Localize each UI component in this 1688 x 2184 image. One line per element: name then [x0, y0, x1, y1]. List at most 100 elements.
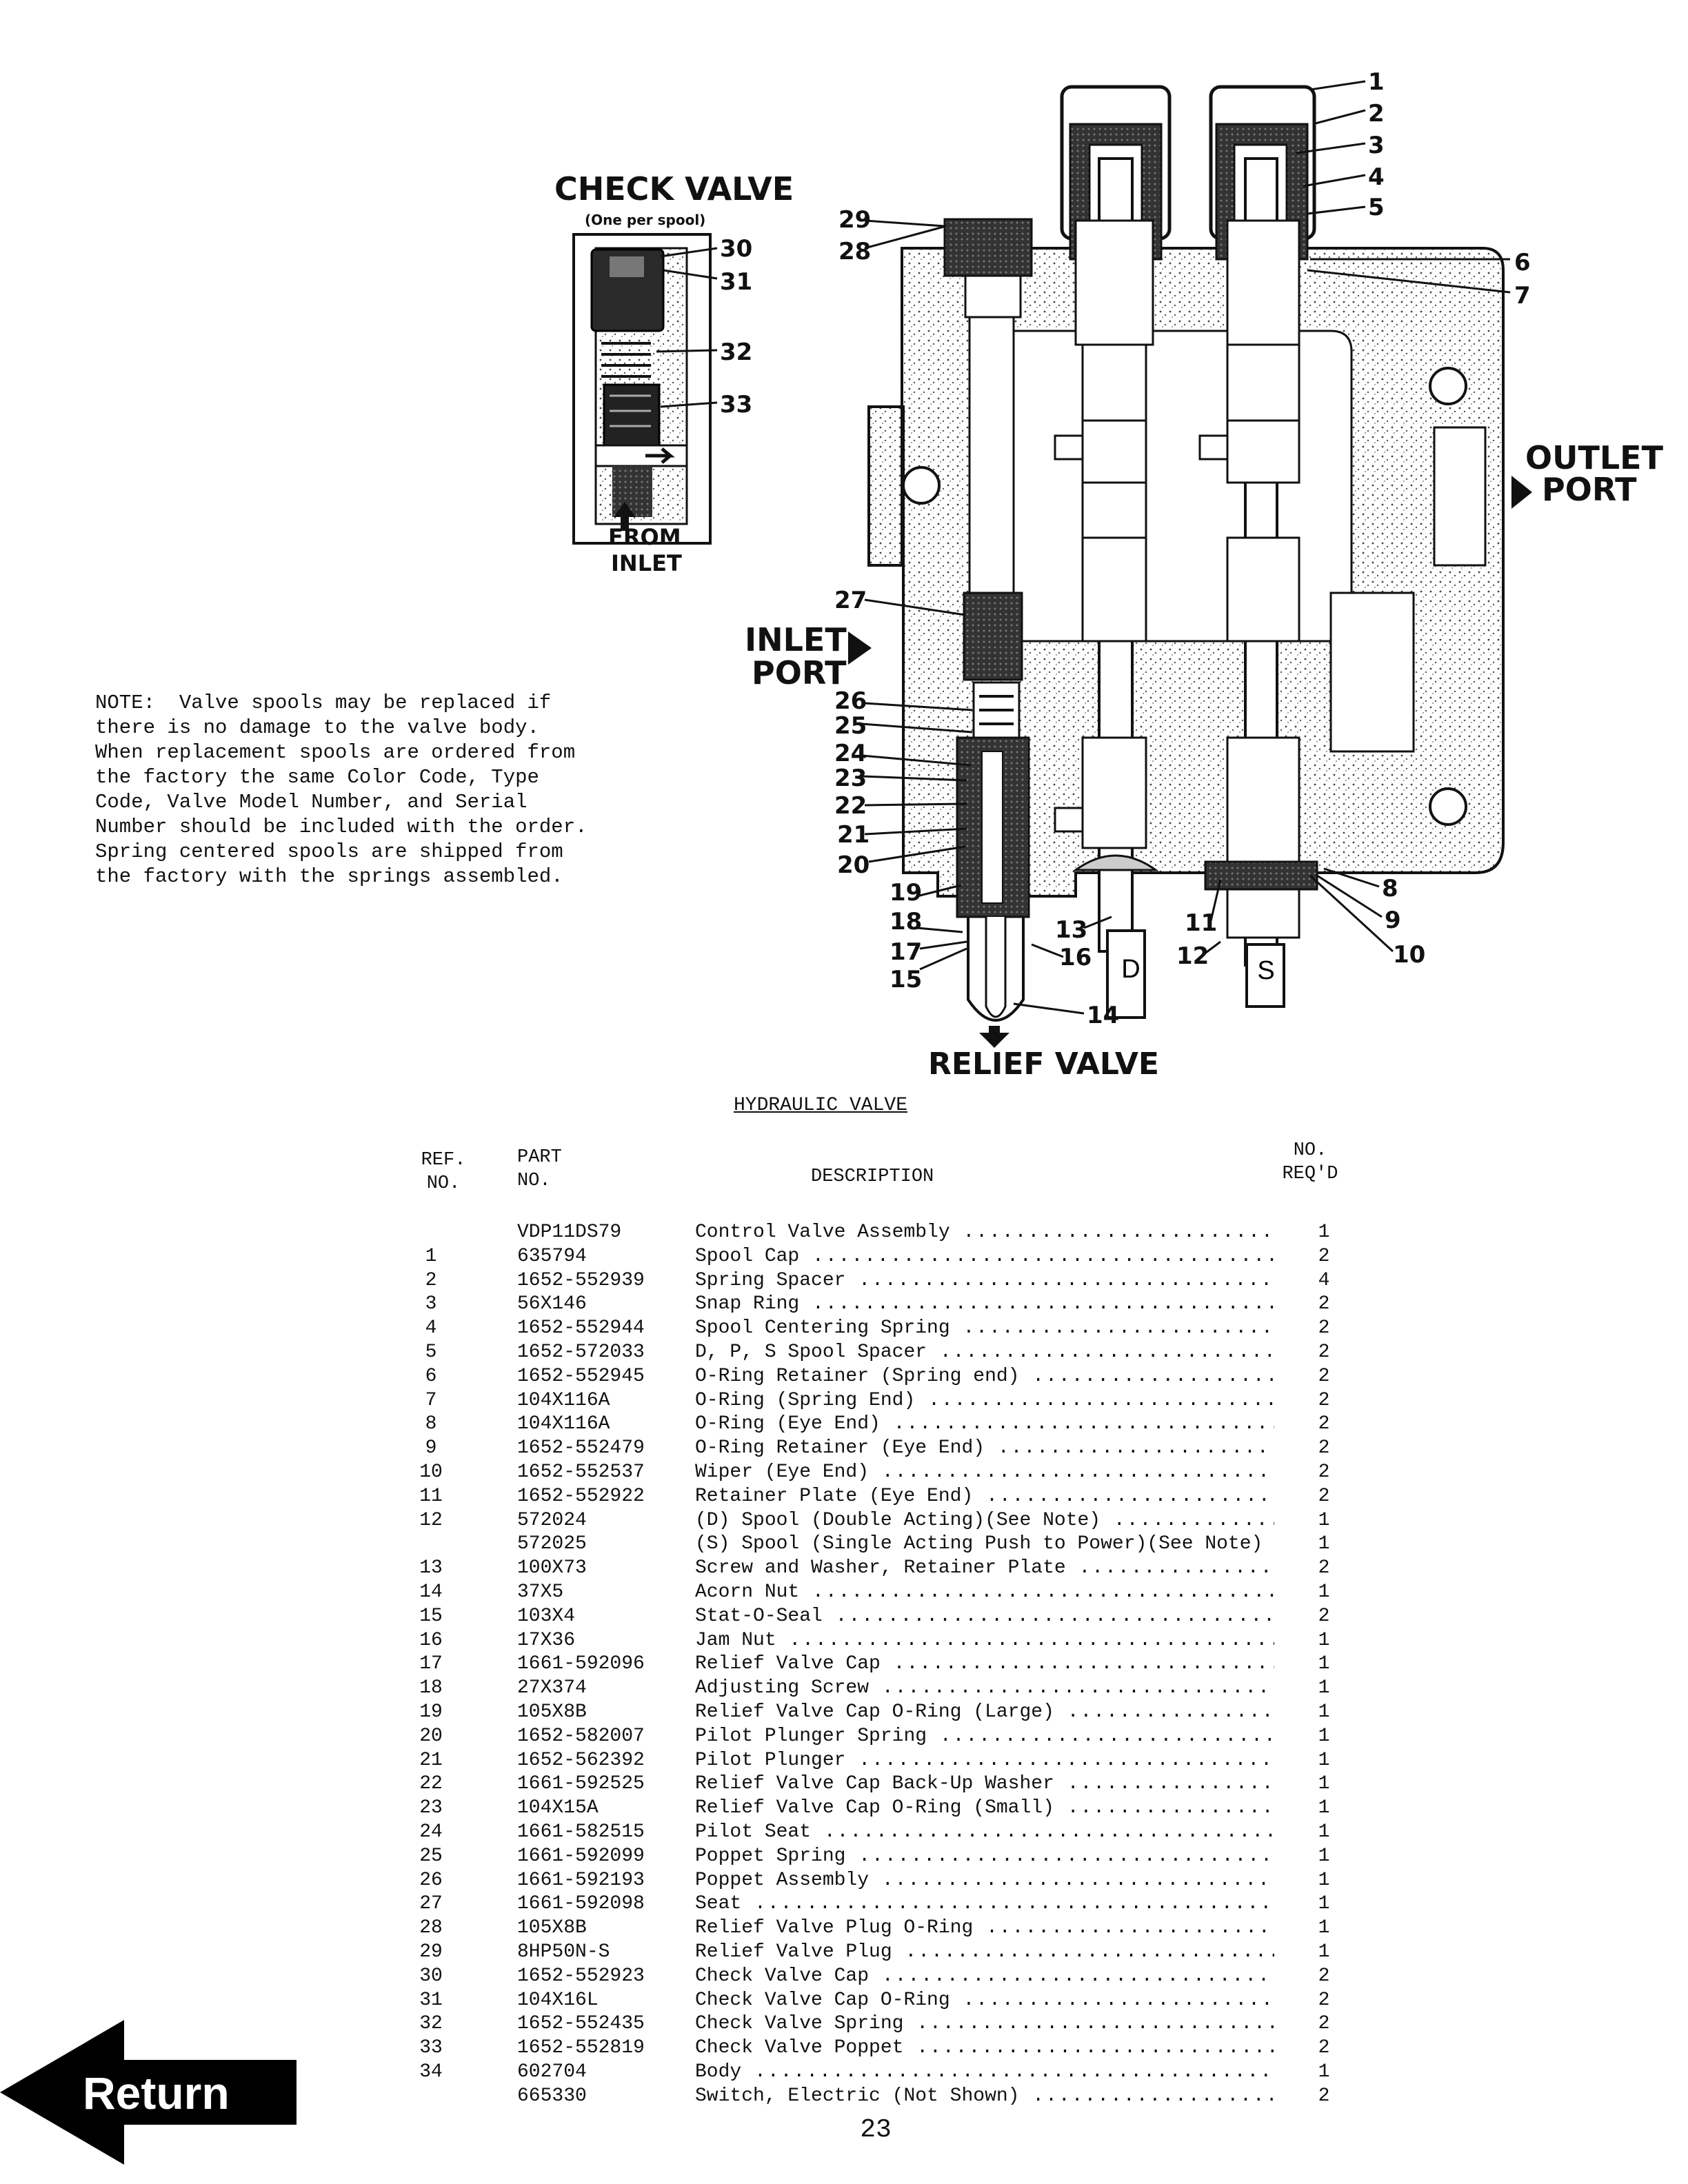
description-text: Relief Valve Plug O-Ring: [695, 1917, 974, 1939]
return-button[interactable]: [0, 2020, 303, 2165]
note-line: Code, Valve Model Number, and Serial: [95, 791, 528, 813]
description-cell: Pilot Seat .............................…: [695, 1821, 1274, 1843]
inlet-port-label-2: PORT: [752, 654, 847, 691]
dot-leader: ........................................…: [963, 1317, 1274, 1339]
dot-leader: ........................................…: [881, 1462, 1274, 1483]
qty-cell: 1: [1318, 1797, 1330, 1819]
part-no-cell: 1652-552479: [517, 1437, 645, 1459]
description-cell: Relief Valve Cap Back-Up Washer ........…: [695, 1773, 1274, 1794]
part-no-cell: 1652-552923: [517, 1965, 645, 1987]
description-text: (S) Spool (Single Acting Push to Power)(…: [695, 1533, 1263, 1555]
qty-cell: 4: [1318, 1269, 1330, 1291]
ref-no-cell: 18: [419, 1677, 443, 1699]
ref-no-cell: 21: [419, 1749, 443, 1771]
spool-d-label: D: [1121, 955, 1140, 984]
ref-header-line-2: NO.: [426, 1173, 461, 1194]
from-inlet-label-1: FROM: [608, 524, 681, 550]
callout-12: 12: [1176, 942, 1209, 970]
description-text: D, P, S Spool Spacer: [695, 1342, 927, 1363]
description-text: Relief Valve Plug: [695, 1941, 892, 1963]
callout-22: 22: [834, 792, 867, 820]
qty-cell: 2: [1318, 1462, 1330, 1483]
description-text: Check Valve Poppet: [695, 2037, 904, 2059]
dot-leader: ........................................…: [905, 1941, 1274, 1963]
dot-leader: ........................................…: [812, 1293, 1274, 1315]
callout-6: 6: [1514, 249, 1531, 276]
description-text: Relief Valve Cap O-Ring (Small): [695, 1797, 1054, 1819]
qty-cell: 2: [1318, 2013, 1330, 2035]
ref-no-cell: 8: [425, 1413, 437, 1435]
qty-cell: 2: [1318, 1342, 1330, 1363]
dot-leader: ........................................…: [754, 2061, 1274, 2083]
description-text: Check Valve Cap O-Ring: [695, 1989, 950, 2011]
description-cell: Switch, Electric (Not Shown) ...........…: [695, 2085, 1274, 2107]
part-no-cell: 104X116A: [517, 1389, 610, 1411]
from-inlet-label-2: INLET: [611, 550, 682, 576]
description-cell: Adjusting Screw ........................…: [695, 1677, 1274, 1699]
description-cell: Body ...................................…: [695, 2061, 1274, 2083]
description-text: Adjusting Screw: [695, 1677, 870, 1699]
dot-leader: ........................................…: [789, 1629, 1274, 1651]
inlet-port-label-1: INLET: [745, 621, 847, 658]
qty-cell: 2: [1318, 1413, 1330, 1435]
part-no-cell: 56X146: [517, 1293, 587, 1315]
callout-17: 17: [890, 938, 922, 966]
note-line: NOTE: Valve spools may be replaced if: [95, 691, 552, 714]
description-text: Poppet Spring: [695, 1845, 846, 1867]
ref-no-cell: 3: [425, 1293, 437, 1315]
description-cell: Relief Valve Cap O-Ring (Small) ........…: [695, 1797, 1274, 1819]
note-line: the factory the same Color Code, Type: [95, 766, 539, 789]
callout-27: 27: [834, 587, 867, 614]
outlet-port-label-1: OUTLET: [1525, 439, 1664, 476]
dot-leader: ........................................…: [916, 2013, 1274, 2035]
ref-no-cell: 16: [419, 1629, 443, 1651]
callout-7: 7: [1514, 282, 1531, 310]
description-text: O-Ring (Spring End): [695, 1389, 916, 1411]
description-text: Relief Valve Cap Back-Up Washer: [695, 1773, 1054, 1795]
dot-leader: ........................................…: [1067, 1773, 1274, 1795]
dot-leader: ........................................…: [928, 1389, 1274, 1411]
callout-4: 4: [1368, 163, 1385, 191]
description-text: Relief Valve Cap: [695, 1653, 881, 1675]
description-cell: Relief Valve Cap O-Ring (Large) ........…: [695, 1701, 1274, 1723]
ref-no-cell: 12: [419, 1509, 443, 1531]
description-text: Spring Spacer: [695, 1269, 846, 1291]
return-button-label: Return: [83, 2067, 230, 2119]
qty-cell: 2: [1318, 1389, 1330, 1411]
description-text: Pilot Seat: [695, 1821, 812, 1843]
dot-leader: ........................................…: [754, 1893, 1274, 1915]
callout-13: 13: [1055, 916, 1087, 944]
table-row: 3 56X146 Snap Ring .......................…: [386, 1293, 1365, 1317]
description-text: Seat: [695, 1893, 742, 1915]
check-valve-subtitle: (One per spool): [585, 212, 705, 228]
ref-no-cell: 7: [425, 1389, 437, 1411]
ref-no-cell: 10: [419, 1462, 443, 1483]
qty-cell: 1: [1318, 1773, 1330, 1795]
description-text: Retainer Plate (Eye End): [695, 1485, 974, 1507]
part-no-cell: 105X8B: [517, 1701, 587, 1723]
description-cell: Snap Ring ..............................…: [695, 1293, 1274, 1315]
ref-no-cell: 27: [419, 1893, 443, 1915]
description-text: Check Valve Cap: [695, 1965, 870, 1987]
description-cell: O-Ring Retainer (Eye End) ..............…: [695, 1437, 1274, 1459]
description-cell: O-Ring (Eye End) .......................…: [695, 1413, 1274, 1435]
description-header: DESCRIPTION: [811, 1166, 934, 1187]
ref-no-cell: 28: [419, 1917, 443, 1939]
ref-no-cell: 15: [419, 1605, 443, 1627]
dot-leader: ........................................…: [1078, 1557, 1274, 1579]
qty-header: NO. REQ'D: [1276, 1139, 1345, 1186]
qty-cell: 2: [1318, 1965, 1330, 1987]
part-no-cell: 1661-592096: [517, 1653, 645, 1675]
relief-valve-label: RELIEF VALVE: [928, 1046, 1159, 1075]
